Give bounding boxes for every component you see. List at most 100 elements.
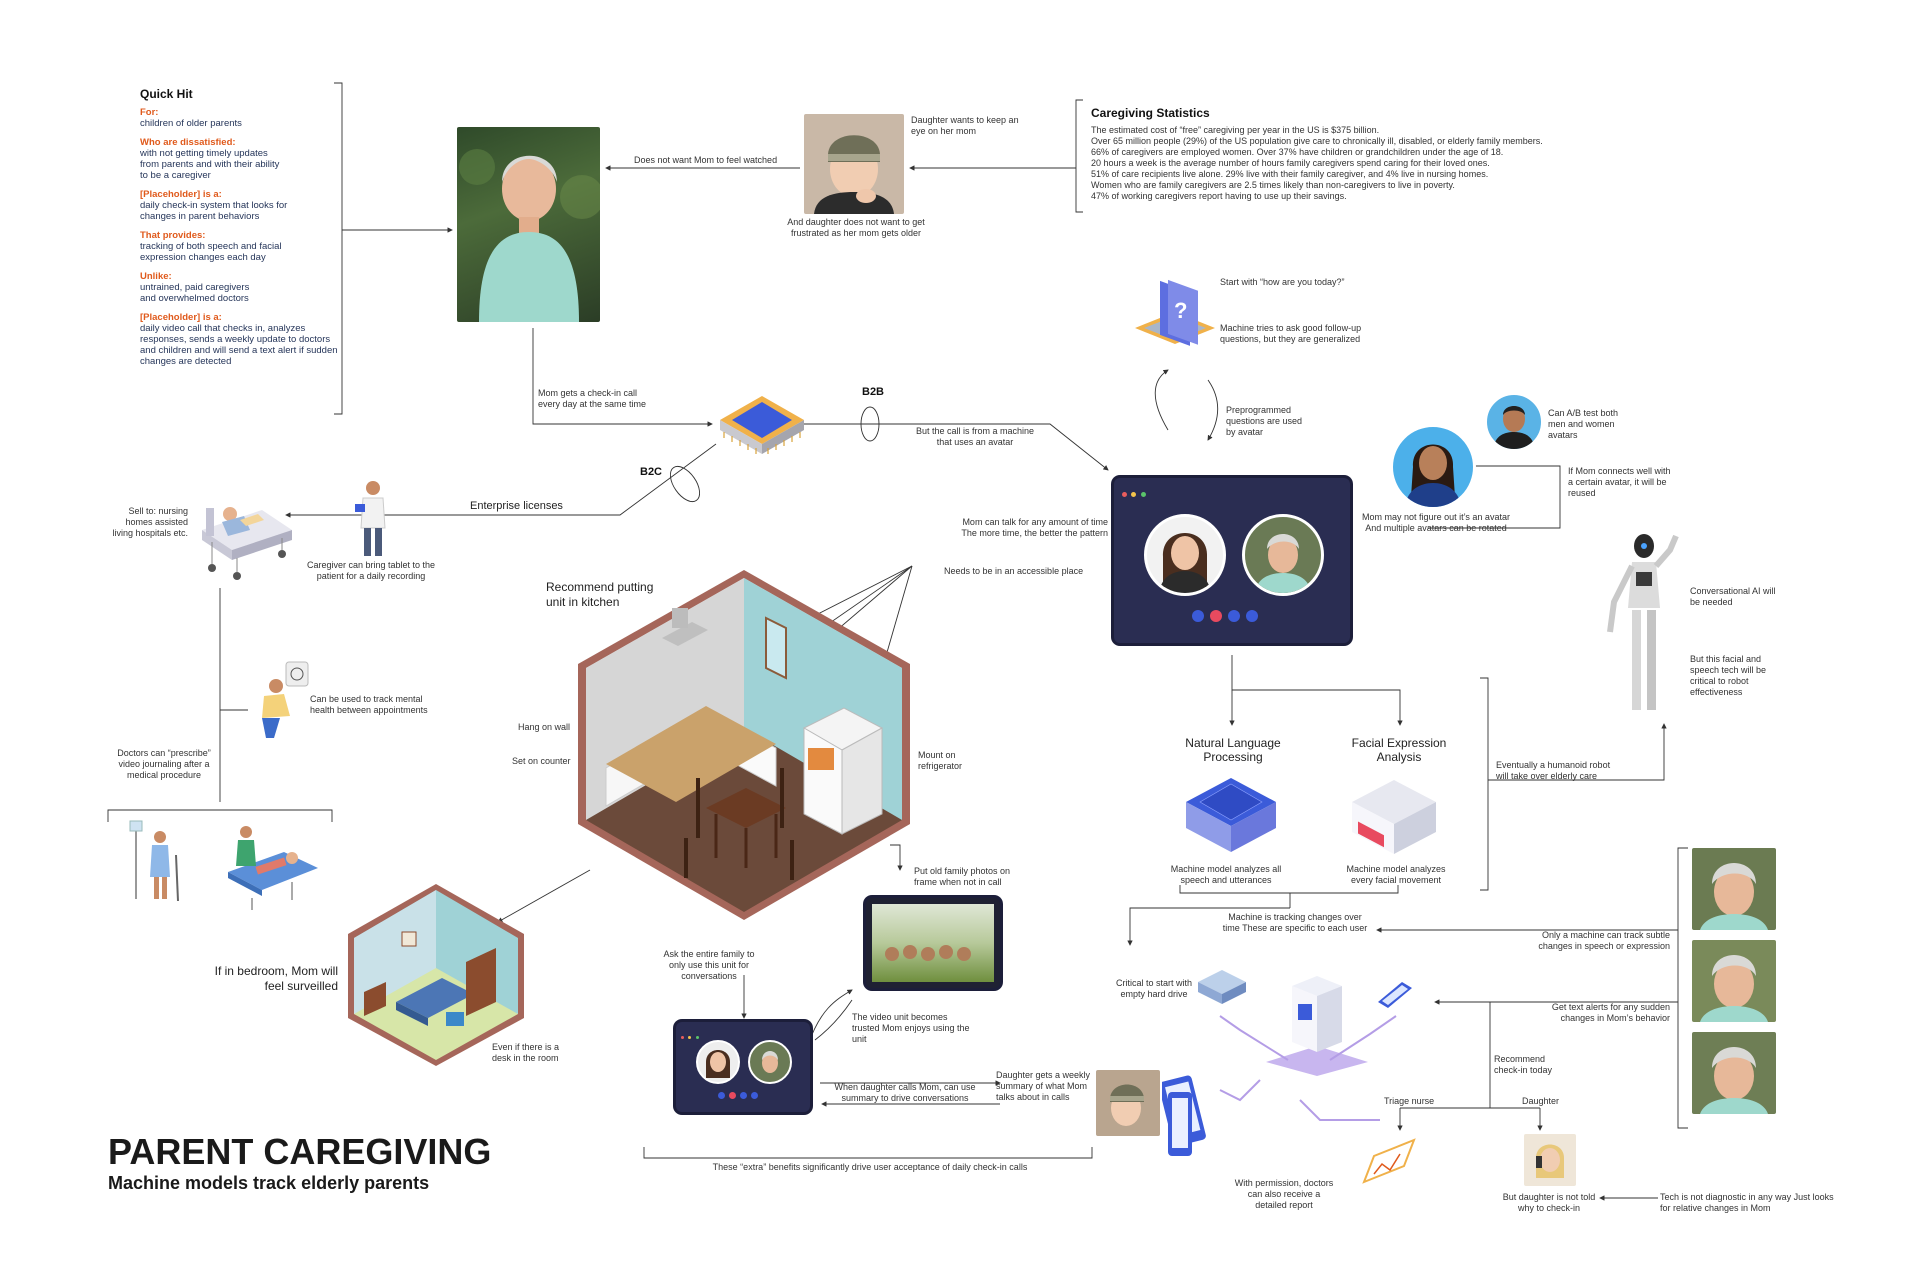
- mom-face-3: [1692, 1032, 1776, 1114]
- mom-video-tile: [1242, 514, 1324, 596]
- when-daughter-calls-label: When daughter calls Mom, can use summary…: [834, 1082, 976, 1103]
- stat-line: The estimated cost of “free” caregiving …: [1091, 125, 1380, 135]
- call-controls: [1192, 610, 1258, 622]
- stat-line: 47% of working caregivers report having …: [1091, 191, 1347, 201]
- critical-start-label: Critical to start with empty hard drive: [1115, 978, 1193, 999]
- family-photo: [872, 904, 994, 982]
- ab-test-label: Can A/B test both men and women avatars: [1548, 408, 1619, 440]
- daughter-video-tile: [696, 1040, 740, 1084]
- trusted-label: The video unit becomes trusted Mom enjoy…: [852, 1012, 970, 1044]
- recommend-checkin-label: Recommend check-in today: [1494, 1054, 1553, 1075]
- fea-device-icon: [1344, 774, 1444, 858]
- kitchen-illustration: [576, 568, 912, 924]
- video-call-screen[interactable]: [1114, 478, 1350, 643]
- may-not-figure-label: Mom may not figure out it’s an avatar An…: [1362, 512, 1510, 533]
- nlp-heading: Natural Language Processing: [1185, 736, 1281, 764]
- accessible-place-label: Needs to be in an accessible place: [944, 566, 1084, 576]
- mic-button[interactable]: [718, 1092, 725, 1099]
- tablet-icon: [355, 504, 365, 512]
- window-dots: [681, 1026, 699, 1044]
- machine-follow-up-label: Machine tries to ask good follow-up ques…: [1220, 323, 1362, 344]
- desk-label: Even if there is a desk in the room: [492, 1042, 560, 1063]
- chip-icon: [712, 392, 812, 462]
- hospital-bed-icon: [192, 490, 302, 585]
- not-told-label: But daughter is not told why to check-in: [1502, 1192, 1596, 1213]
- set-counter-label: Set on counter: [512, 756, 571, 766]
- doctors-prescribe-label: Doctors can “prescribe” video journaling…: [117, 748, 211, 780]
- b2c-label: B2C: [640, 466, 663, 478]
- quick-hit-for: For: children of older parents: [140, 107, 242, 129]
- female-avatar: [1390, 424, 1476, 510]
- stat-line: Over 65 million people (29%) of the US p…: [1091, 136, 1543, 146]
- nlp-desc-label: Machine model analyzes all speech and ut…: [1170, 864, 1282, 885]
- preprogrammed-label: Preprogrammed questions are used by avat…: [1226, 405, 1303, 437]
- small-video-screen[interactable]: [676, 1022, 810, 1112]
- stat-line: 51% of care recipients live alone. 29% l…: [1091, 169, 1489, 179]
- ask-family-label: Ask the entire family to only use this u…: [663, 949, 755, 981]
- daughter-frustrated-label: And daughter does not want to get frustr…: [787, 217, 925, 238]
- window-dots: [1122, 484, 1146, 502]
- phone-icon[interactable]: [751, 1092, 758, 1099]
- humanoid-label: Eventually a humanoid robot will take ov…: [1496, 760, 1611, 781]
- daughter-phone-photo: [1096, 1070, 1160, 1136]
- call-controls: [718, 1092, 758, 1099]
- patient-walker-icon: [118, 815, 198, 905]
- svg-text:?: ?: [1174, 298, 1187, 323]
- quick-hit-provides: That provides: tracking of both speech a…: [140, 230, 282, 263]
- quick-hit-daily-call: [Placeholder] is a: daily video call tha…: [140, 312, 338, 367]
- nlp-chip-icon: [1176, 768, 1286, 856]
- enterprise-label: Enterprise licenses: [470, 500, 563, 512]
- mom-video-tile: [748, 1040, 792, 1084]
- extra-benefits-label: These “extra” benefits significantly dri…: [712, 1162, 1028, 1172]
- sell-to-label: Sell to: nursing homes assisted living h…: [112, 506, 188, 538]
- text-alerts-label: Get text alerts for any sudden changes i…: [1551, 1002, 1670, 1023]
- daughter-label: Daughter: [1522, 1096, 1560, 1106]
- quick-hit-dissatisfied: Who are dissatisfied: with not getting t…: [140, 137, 280, 181]
- page-subtitle: Machine models track elderly parents: [108, 1173, 430, 1193]
- robot-critical-label: But this facial and speech tech will be …: [1690, 654, 1767, 697]
- server-icon: [1262, 976, 1372, 1076]
- bedroom-label: If in bedroom, Mom will feel surveilled: [214, 964, 338, 993]
- weekly-summary-label: Daughter gets a weekly summary of what M…: [996, 1070, 1091, 1102]
- stat-line: Women who are family caregivers are 2.5 …: [1091, 180, 1455, 190]
- chat-button[interactable]: [740, 1092, 747, 1099]
- stat-line: 66% of caregivers are employed women. Ov…: [1091, 147, 1504, 157]
- quick-hit-panel: Quick Hit For: children of older parents…: [140, 87, 340, 375]
- family-photos-label: Put old family photos on frame when not …: [914, 866, 1011, 887]
- daughter-figure-icon: [814, 135, 894, 214]
- mic-button[interactable]: [1192, 610, 1204, 622]
- camera-button[interactable]: [1210, 610, 1222, 622]
- page-title: PARENT CAREGIVING: [108, 1131, 492, 1172]
- mount-fridge-label: Mount on refrigerator: [918, 750, 963, 771]
- fea-desc-label: Machine model analyzes every facial move…: [1346, 864, 1446, 885]
- mental-health-label: Can be used to track mental health betwe…: [310, 694, 428, 715]
- avatar-video-tile: [1144, 514, 1226, 596]
- permission-label: With permission, doctors can also receiv…: [1234, 1178, 1334, 1210]
- mom-photo: [457, 127, 600, 322]
- stat-line: 20 hours a week is the average number of…: [1091, 158, 1490, 168]
- quick-hit-is-a: [Placeholder] is a: daily check-in syste…: [140, 189, 288, 222]
- hang-wall-label: Hang on wall: [518, 722, 571, 732]
- caregiver-tablet-label: Caregiver can bring tablet to the patien…: [306, 560, 436, 581]
- not-diagnostic-label: Tech is not diagnostic in any way Just l…: [1660, 1192, 1834, 1213]
- network-lines: [1219, 1015, 1397, 1121]
- triage-label: Triage nurse: [1384, 1096, 1435, 1106]
- chat-button[interactable]: [1228, 610, 1240, 622]
- camera-button[interactable]: [729, 1092, 736, 1099]
- robot-icon: [1606, 532, 1682, 718]
- start-with-label: Start with “how are you today?”: [1220, 277, 1345, 287]
- not-watched-label: Does not want Mom to feel watched: [634, 155, 778, 165]
- conversational-ai-label: Conversational AI will be needed: [1690, 586, 1776, 607]
- quick-hit-heading: Quick Hit: [140, 87, 193, 101]
- daughter-keep-eye-label: Daughter wants to keep an eye on her mom: [911, 115, 1019, 136]
- male-avatar: [1484, 392, 1544, 452]
- phone-icon[interactable]: [1246, 610, 1258, 622]
- question-chip-icon: ?: [1130, 262, 1220, 352]
- talk-any-time-label: Mom can talk for any amount of time The …: [961, 517, 1108, 538]
- fea-heading: Facial Expression Analysis: [1351, 736, 1447, 764]
- mom-face-2: [1692, 940, 1776, 1022]
- daughter-phone-call-photo: [1524, 1134, 1576, 1186]
- caregiving-stats: Caregiving Statistics The estimated cost…: [1091, 106, 1543, 202]
- caregiver-figure-icon: [355, 480, 391, 560]
